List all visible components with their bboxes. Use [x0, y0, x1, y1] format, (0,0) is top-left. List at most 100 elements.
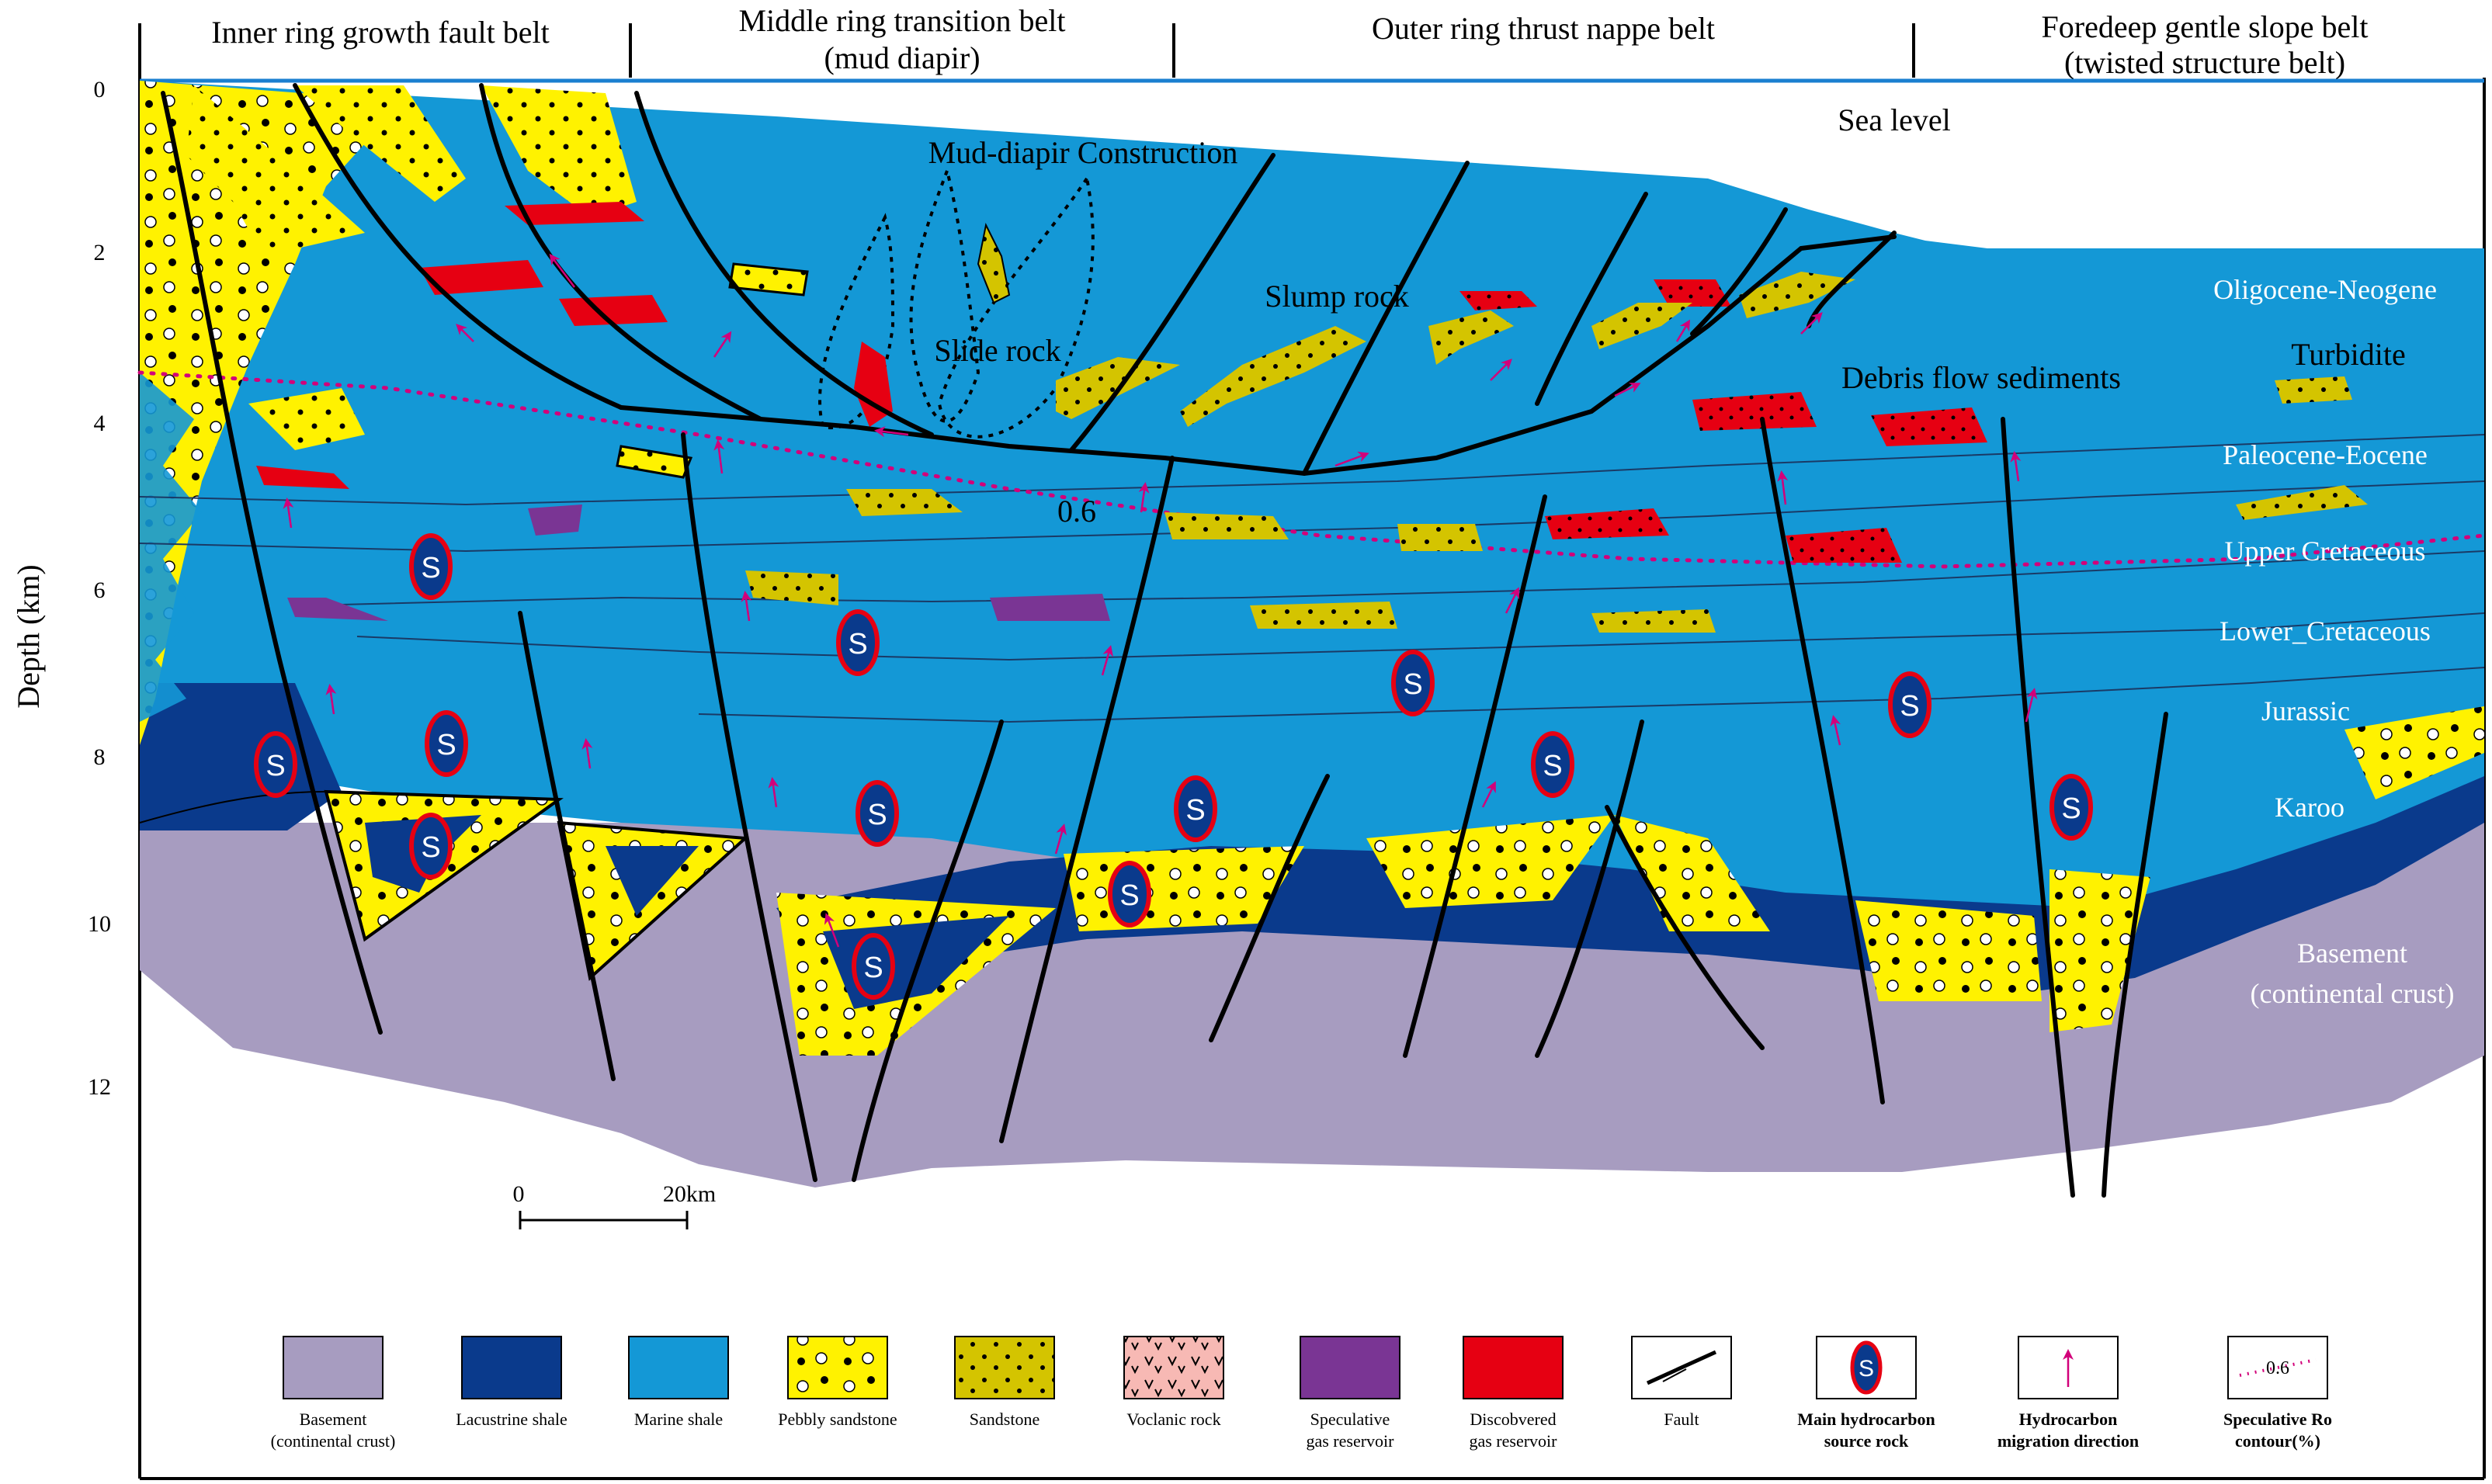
mud-diapir-outline-2 [818, 213, 895, 430]
legend-sublabel-spec_gas: gas reservoir [1306, 1431, 1394, 1451]
disc-gas-5 [854, 342, 893, 427]
turbidite-label: Turbidite [2291, 337, 2405, 372]
disc-gas-10 [1545, 508, 1669, 539]
depth-axis-label: Depth (km) [11, 564, 46, 709]
belt-dividers [138, 23, 1915, 78]
source-rock-letter: S [421, 552, 440, 584]
legend-label-migration: Hydrocarbon [2019, 1409, 2118, 1429]
legend-sublabel-basement: (continental crust) [271, 1431, 396, 1451]
rift-wedge-6 [1615, 815, 1770, 931]
rift-wedge-8 [2049, 869, 2150, 1032]
rift-wedge-5 [1366, 815, 1615, 908]
tick-4: 4 [94, 411, 106, 436]
disc-gas-2 [419, 260, 543, 295]
strata-karoo: Karoo [2275, 792, 2344, 823]
disc-gas-4 [256, 466, 349, 489]
spec-gas-3 [287, 598, 388, 621]
faults [161, 83, 2168, 1198]
tick-12: 12 [88, 1074, 111, 1100]
source-rock-symbol: S [1108, 861, 1151, 928]
legend-item-marine: Marine shale [628, 1336, 729, 1429]
legend-label-fault: Fault [1664, 1409, 1699, 1429]
reservoirs [256, 202, 1987, 621]
sea-level-label: Sea level [1838, 102, 1951, 137]
strata-oligocene-neogene: Oligocene-Neogene [2213, 274, 2437, 305]
disc-gas-3 [559, 295, 668, 326]
legend-label-source: Main hydrocarbon [1797, 1409, 1935, 1429]
legend-item-volcanic: Voclanic rock [1123, 1336, 1224, 1429]
rift-wedge-2 [557, 820, 749, 981]
legend-label-lacustrine: Lacustrine shale [456, 1409, 567, 1429]
source-rock-symbol: S [1888, 671, 1931, 738]
source-rock-symbol: S [254, 731, 297, 798]
tick-10: 10 [88, 911, 111, 937]
disc-gas-11 [1786, 528, 1902, 563]
source-rock-letter: S [436, 729, 456, 761]
legend-label-pebbly: Pebbly sandstone [778, 1409, 897, 1429]
source-rock-symbol: S [2049, 774, 2093, 841]
source-rock-symbol: S [409, 813, 453, 879]
belt-label-foredeep-sub: (twisted structure belt) [2064, 45, 2345, 80]
source-rock-symbol: S [1391, 650, 1435, 716]
source-rock-symbol: S [836, 609, 880, 676]
spec-gas-1 [528, 504, 582, 536]
legend-label-sandstone: Sandstone [970, 1409, 1039, 1429]
inner-pebbly-wedge [140, 81, 404, 745]
mud-diapir-outline-1 [909, 165, 980, 423]
belt-label-middle: Middle ring transition belt [738, 3, 1065, 38]
ro-contour [137, 370, 2487, 569]
strata-jurassic: Jurassic [2261, 695, 2350, 726]
mud-diapir-label: Mud-diapir Construction [928, 135, 1238, 170]
mud-diapir-outline-3 [937, 174, 1095, 439]
foredeep-wedge [2344, 706, 2484, 799]
source-rock-letter: S [1185, 794, 1205, 827]
strata-upper-cretaceous: Upper Cretaceous [2225, 536, 2426, 567]
disc-gas-8 [1692, 392, 1817, 431]
source-rock-symbol: S [425, 710, 468, 777]
source-rock-letter: S [1900, 690, 1919, 723]
tick-2: 2 [94, 240, 106, 265]
source-rock-letter: S [867, 799, 887, 831]
sandstone-lens-c [481, 85, 637, 217]
scale-start: 0 [513, 1181, 525, 1207]
strata-basement: Basement [2297, 938, 2407, 969]
source-rock-letter: S [848, 628, 867, 661]
source-rock-letter: S [1543, 750, 1562, 782]
legend-item-lacustrine: Lacustrine shale [456, 1336, 567, 1429]
source-rock-symbol: S [852, 933, 895, 1000]
source-rock-symbol: S [1531, 731, 1574, 798]
depth-axis: 0 2 4 6 8 10 12 Depth (km) [11, 77, 111, 1100]
legend-label-volcanic: Voclanic rock [1126, 1409, 1220, 1429]
belt-label-foredeep: Foredeep gentle slope belt [2042, 9, 2369, 44]
source-rock-symbol: S [409, 533, 453, 600]
slump-rock-label: Slump rock [1265, 279, 1409, 314]
disc-gas-9 [1871, 407, 1987, 446]
sandstone-lens-a [186, 85, 365, 256]
belt-label-inner: Inner ring growth fault belt [211, 15, 549, 50]
source-rock-letter: S [2061, 792, 2081, 825]
source-rock-letter: S [1119, 879, 1139, 912]
source-rock-letter: S [863, 952, 883, 984]
svg-text:0.6: 0.6 [2266, 1358, 2289, 1378]
source-rock-letter: S [266, 750, 285, 782]
legend-item-basement: Basement(continental crust) [271, 1336, 396, 1451]
legend-label-marine: Marine shale [634, 1409, 723, 1429]
legend-item-pebbly: Pebbly sandstone [778, 1336, 897, 1429]
disc-gas-7 [1654, 279, 1731, 307]
legend: Basement(continental crust) Lacustrine sh… [271, 1336, 2332, 1451]
slide-rock-label: Slide rock [934, 333, 1060, 368]
source-rock-symbol: S [856, 780, 899, 847]
legend-label-basement: Basement [300, 1409, 367, 1429]
source-rock-symbols: S S S S S S S S S S S S S [254, 533, 2093, 1000]
belt-label-middle-sub: (mud diapir) [824, 40, 980, 75]
source-rock-letter: S [421, 831, 440, 864]
migration-arrows [283, 253, 2038, 948]
legend-sublabel-migration: migration direction [1997, 1431, 2139, 1451]
rift-wedge-7 [1855, 900, 2042, 1001]
ro-contour-label: 0.6 [1057, 494, 1096, 529]
strata-basement-sub: (continental crust) [2251, 978, 2455, 1009]
